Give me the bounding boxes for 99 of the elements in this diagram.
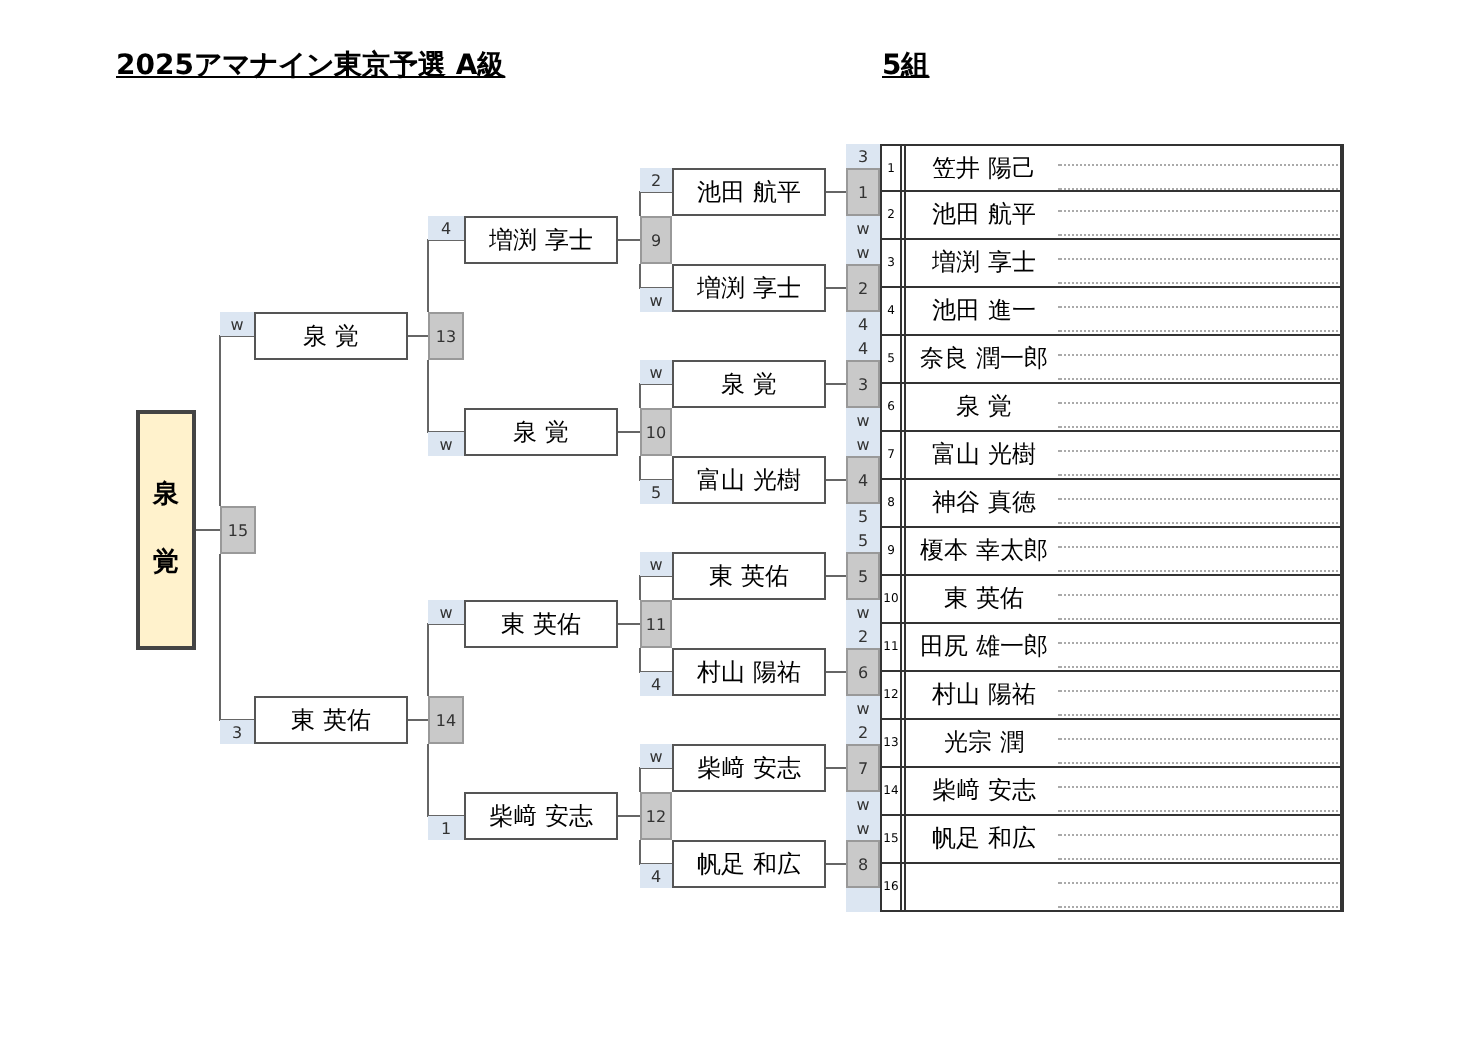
player-name: 田尻 雄一郎 <box>918 630 1050 664</box>
name-box: 東 英佑 <box>254 696 408 744</box>
name-box: 増渕 享士 <box>672 264 826 312</box>
bracket-line <box>825 767 847 769</box>
match-number: 10 <box>640 408 672 456</box>
score-cell: 4 <box>640 864 672 888</box>
name-box: 池田 航平 <box>672 168 826 216</box>
player-name: 富山 光樹 <box>930 438 1038 472</box>
roster-row <box>880 528 1344 576</box>
score-cell: w <box>640 552 672 576</box>
match-number: 14 <box>428 696 464 744</box>
player-name: 笠井 陽己 <box>930 152 1038 186</box>
name-box: 富山 光樹 <box>672 456 826 504</box>
match-number: 7 <box>846 744 880 792</box>
bracket-line <box>825 575 847 577</box>
score-cell: 4 <box>640 672 672 696</box>
roster-row <box>880 144 1344 192</box>
player-name: 帆足 和広 <box>930 822 1038 856</box>
roster-row <box>880 288 1344 336</box>
bracket-line <box>407 719 429 721</box>
player-name: 東 英佑 <box>942 582 1026 616</box>
name-box: 泉 覚 <box>672 360 826 408</box>
bracket-line <box>639 839 673 865</box>
match-number: 11 <box>640 600 672 648</box>
bracket-line <box>825 383 847 385</box>
roster-row <box>880 672 1344 720</box>
bracket-line <box>825 479 847 481</box>
name-box: 泉 覚 <box>464 408 618 456</box>
title: 2025アマナイン東京予選 A級 <box>116 48 506 84</box>
roster-row <box>880 336 1344 384</box>
score-cell: w <box>428 432 464 456</box>
match-number: 2 <box>846 264 880 312</box>
bracket-line <box>427 359 465 433</box>
bracket-line <box>617 815 641 817</box>
score-cell: 5 <box>640 480 672 504</box>
roster-row <box>880 816 1344 864</box>
match-number: 13 <box>428 312 464 360</box>
player-name: 池田 進一 <box>930 294 1038 328</box>
score-cell: w <box>220 312 254 336</box>
score-cell: 4 <box>428 216 464 240</box>
match-number: 9 <box>640 216 672 264</box>
roster-row <box>880 624 1344 672</box>
bracket-line <box>195 529 221 531</box>
roster-row <box>880 432 1344 480</box>
bracket-line <box>825 191 847 193</box>
match-number: 8 <box>846 840 880 888</box>
player-name: 泉 覚 <box>954 390 1014 424</box>
roster-row <box>880 240 1344 288</box>
bracket-line <box>617 239 641 241</box>
name-box: 泉 覚 <box>254 312 408 360</box>
group-label: 5組 <box>882 48 930 84</box>
name-box: 増渕 享士 <box>464 216 618 264</box>
player-name: 柴﨑 安志 <box>930 774 1038 808</box>
bracket-line <box>639 263 673 289</box>
bracket-line <box>825 287 847 289</box>
name-box: 東 英佑 <box>464 600 618 648</box>
match-number: 1 <box>846 168 880 216</box>
match-number: 3 <box>846 360 880 408</box>
player-name: 池田 航平 <box>930 198 1038 232</box>
score-cell: 3 <box>220 720 254 744</box>
name-box: 柴﨑 安志 <box>672 744 826 792</box>
player-name: 光宗 潤 <box>942 726 1026 760</box>
bracket-line <box>617 623 641 625</box>
match-number: 15 <box>220 506 256 554</box>
match-number: 6 <box>846 648 880 696</box>
bracket-line <box>407 335 429 337</box>
roster-row <box>880 768 1344 816</box>
player-name: 奈良 潤一郎 <box>918 342 1050 376</box>
score-cell: 1 <box>428 816 464 840</box>
score-cell: w <box>640 288 672 312</box>
roster-row <box>880 480 1344 528</box>
score-cell: w <box>428 600 464 624</box>
bracket-line <box>427 743 465 817</box>
score-cell: 2 <box>640 168 672 192</box>
roster-row <box>880 192 1344 240</box>
bracket-line <box>617 431 641 433</box>
roster-row <box>880 576 1344 624</box>
bracket-line <box>639 647 673 673</box>
roster-row <box>880 864 1344 912</box>
roster-row <box>880 384 1344 432</box>
bracket-line <box>219 553 255 721</box>
player-name: 神谷 真徳 <box>930 486 1038 520</box>
bracket-line <box>639 455 673 481</box>
name-box: 帆足 和広 <box>672 840 826 888</box>
player-name: 増渕 享士 <box>930 246 1038 280</box>
name-box: 村山 陽祐 <box>672 648 826 696</box>
match-number: 12 <box>640 792 672 840</box>
score-cell: w <box>640 744 672 768</box>
match-number: 5 <box>846 552 880 600</box>
champion-box: 泉覚 <box>136 410 196 650</box>
player-name: 榎本 幸太郎 <box>918 534 1050 568</box>
name-box: 東 英佑 <box>672 552 826 600</box>
name-box: 柴﨑 安志 <box>464 792 618 840</box>
player-name: 村山 陽祐 <box>930 678 1038 712</box>
score-cell: w <box>640 360 672 384</box>
roster-row <box>880 720 1344 768</box>
match-number: 4 <box>846 456 880 504</box>
bracket-line <box>825 671 847 673</box>
bracket-line <box>825 863 847 865</box>
